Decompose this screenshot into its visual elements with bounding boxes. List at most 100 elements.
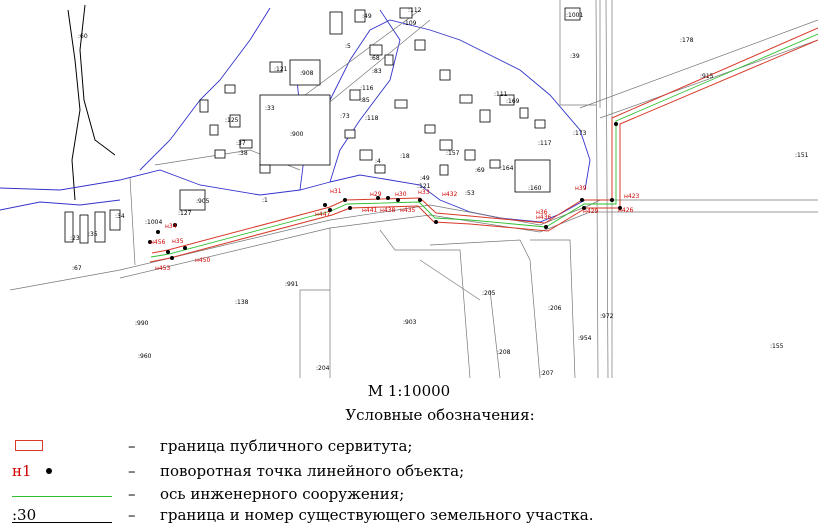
parcel-label: :116	[360, 85, 374, 92]
parcel-label: :207	[540, 370, 554, 377]
map-scale: М 1:10000	[367, 382, 451, 400]
parcel-label: :35	[88, 231, 98, 238]
parcel-label: :206	[548, 305, 562, 312]
parcel-label: :157	[446, 150, 460, 157]
parcel-label: :1004	[145, 219, 162, 226]
parcel-label: :67	[72, 265, 82, 272]
river-line	[67, 9, 81, 201]
point-label: н426	[618, 207, 634, 214]
parcel-label: :205	[482, 290, 496, 297]
turning-point-label: н1	[12, 462, 32, 480]
legend-row-servitude: – граница публичного сервитута;	[0, 437, 818, 457]
point-label: н436	[536, 214, 552, 221]
point-label: н33	[418, 189, 430, 196]
parcel-label: :49	[420, 175, 430, 182]
point-label: н453	[155, 265, 171, 272]
legend-dash: –	[128, 506, 136, 524]
legend-row-turning-point: н1 – поворотная точка линейного объекта;	[0, 462, 818, 482]
parcel-label: :5	[345, 43, 351, 50]
parcel-label: :121	[417, 183, 431, 190]
parcel-label: :178	[680, 37, 694, 44]
point-label: н36	[536, 209, 548, 216]
legend-row-axis: – ось инженерного сооружения;	[0, 485, 818, 505]
point-label: н429	[583, 208, 599, 215]
parcel-label: :990	[135, 320, 149, 327]
parcel-number-label: :30	[12, 506, 37, 524]
parcel-label: :23	[70, 235, 80, 242]
parcel-symbol: :30	[12, 506, 112, 524]
parcel-label: :1001	[566, 12, 583, 19]
cadastral-map: :60 :49 :112 :1001 :109 :178 :39 :121 :9…	[0, 0, 818, 378]
parcel-label: :138	[235, 299, 249, 306]
point-label: н34	[165, 223, 177, 230]
parcel-label: :109	[403, 20, 417, 27]
parcel-label: :960	[138, 353, 152, 360]
turning-point-dot-icon	[46, 468, 52, 474]
parcel-label: :125	[225, 117, 239, 124]
parcel-label: :915	[700, 73, 714, 80]
parcel-label: :38	[238, 150, 248, 157]
legend-text: граница и номер существующего земельного…	[160, 506, 594, 524]
parcel-label: :53	[465, 190, 475, 197]
parcel-label: :83	[372, 68, 382, 75]
parcel-label: :49	[362, 13, 372, 20]
point-label: н438	[380, 207, 396, 214]
point-label: н29	[370, 191, 382, 198]
structure-axis	[150, 33, 818, 258]
point-label: н30	[395, 191, 407, 198]
legend-title: Условные обозначения:	[345, 406, 535, 424]
parcel-label: :908	[300, 70, 314, 77]
parcel-label: :121	[274, 66, 288, 73]
turning-point-symbol: н1	[12, 462, 112, 480]
parcel-label: :151	[795, 152, 809, 159]
parcel-label: :34	[115, 213, 125, 220]
point-label: н441	[362, 207, 378, 214]
parcel-label: :127	[178, 210, 192, 217]
axis-symbol	[12, 487, 112, 503]
parcel-label: :160	[528, 185, 542, 192]
parcel-label: :60	[78, 33, 88, 40]
parcel-label: :37	[236, 140, 246, 147]
legend-row-parcel: :30 – граница и номер существующего земе…	[0, 506, 818, 526]
point-label: н35	[172, 238, 184, 245]
servitude-symbol	[12, 439, 112, 455]
parcel-label: :33	[265, 105, 275, 112]
parcel-label: :73	[340, 113, 350, 120]
legend-text: ось инженерного сооружения;	[160, 485, 405, 503]
parcel-label: :972	[600, 313, 614, 320]
parcel-label: :118	[365, 115, 379, 122]
parcel-label: :111	[494, 91, 508, 98]
parcel-label: :117	[538, 140, 552, 147]
parcel-label: :1	[262, 197, 268, 204]
parcel-label: :208	[497, 349, 511, 356]
legend-dash: –	[128, 462, 136, 480]
parcel-label: :112	[408, 7, 422, 14]
parcel-label: :954	[578, 335, 592, 342]
legend-dash: –	[128, 437, 136, 455]
turning-points	[148, 122, 622, 260]
parcel-label: :68	[370, 55, 380, 62]
river-line	[79, 4, 116, 156]
parcel-label: :164	[500, 165, 514, 172]
parcel-label: :173	[573, 130, 587, 137]
point-label: н447	[315, 211, 331, 218]
legend-text: поворотная точка линейного объекта;	[160, 462, 465, 480]
parcel-label: :39	[570, 53, 580, 60]
parcel-label: :69	[475, 167, 485, 174]
parcel-label: :204	[316, 365, 330, 372]
legend-dash: –	[128, 485, 136, 503]
point-label: н31	[330, 188, 342, 195]
parcel-label: :155	[770, 343, 784, 350]
servitude-boundary	[149, 27, 818, 263]
buildings	[64, 7, 581, 244]
parcel-label: :991	[285, 281, 299, 288]
parcel-label: :903	[403, 319, 417, 326]
parcel-label: :18	[400, 153, 410, 160]
point-label: н435	[400, 207, 416, 214]
legend-text: граница публичного сервитута;	[160, 437, 413, 455]
parcel-labels: :60 :49 :112 :1001 :109 :178 :39 :121 :9…	[70, 7, 809, 377]
parcel-label: :85	[360, 97, 370, 104]
point-label: н423	[624, 193, 640, 200]
point-label: н450	[195, 257, 211, 264]
parcel-label: :169	[506, 98, 520, 105]
